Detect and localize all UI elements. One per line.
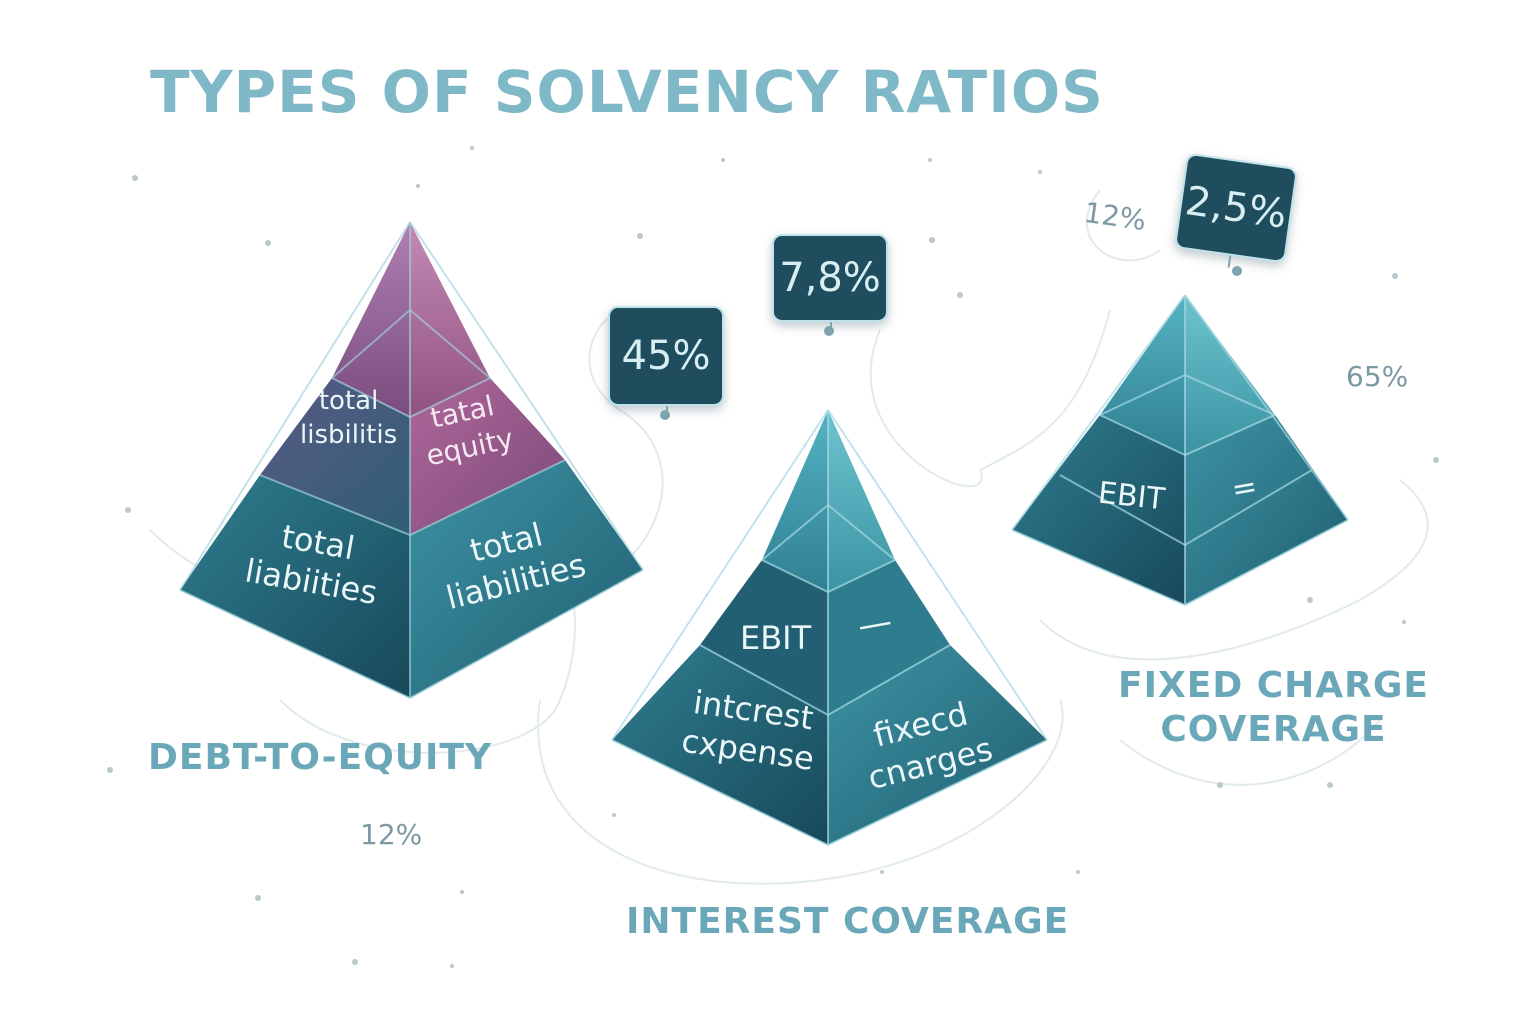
pyramid-debt-to-equity (179, 221, 644, 700)
face-label-dash: — (854, 601, 896, 647)
ratio-badge-interest-coverage: 7,8% (772, 234, 888, 334)
badge-value: 7,8% (779, 255, 881, 301)
badge-pin (824, 326, 834, 336)
background-dots (107, 146, 1439, 968)
face-label-total-lisbilitis: total lisbilitis (300, 386, 398, 450)
floating-value: 65% (1346, 360, 1409, 393)
badge-pin (660, 410, 670, 420)
ratio-badge-fixed-charge-coverage: 2,5% (1173, 152, 1299, 264)
pyramid-fixed-charge-coverage (1011, 294, 1349, 607)
ratio-badge-debt-to-equity: 45% (608, 306, 724, 418)
caption-interest-coverage: INTEREST COVERAGE (626, 901, 1070, 942)
face-label-ebit: EBIT (740, 619, 812, 657)
floating-value: 12% (360, 818, 423, 851)
page-title: TYPES OF SOLVENCY RATIOS (150, 58, 1104, 126)
badge-value: 45% (621, 333, 711, 379)
caption-fixed-charge-coverage: FIXED CHARGE COVERAGE (1118, 665, 1430, 750)
badge-pin (1232, 266, 1242, 276)
pyramid-interest-coverage (611, 409, 1048, 847)
caption-debt-to-equity: DEBT-TO-EQUITY (148, 737, 493, 778)
face-label-ebit: EBIT (1096, 475, 1167, 518)
badge-value: 2,5% (1182, 178, 1290, 238)
